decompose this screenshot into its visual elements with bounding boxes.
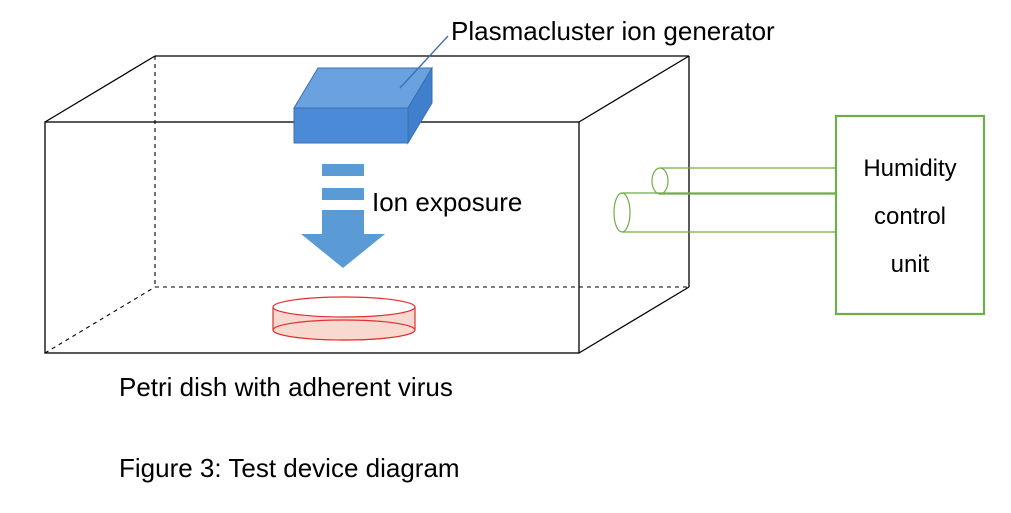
generator-front-face: [293, 107, 409, 144]
generator-label: Plasmacluster ion generator: [451, 16, 775, 46]
petri-dish-label: Petri dish with adherent virus: [119, 372, 453, 402]
chamber-top-right-edge: [578, 55, 690, 123]
figure-caption: Figure 3: Test device diagram: [119, 453, 460, 483]
ion-exposure-arrow: [301, 164, 385, 268]
arrow-head: [301, 210, 385, 268]
ion-generator-block: [293, 66, 433, 145]
dish-top-rim: [272, 296, 416, 318]
humidity-unit-label: Humidity control unit: [836, 145, 984, 289]
arrow-dash-1: [322, 164, 364, 176]
humidity-control-unit: [834, 114, 986, 316]
humidity-pipes: [613, 167, 837, 233]
petri-dish: [272, 296, 416, 341]
chamber-hidden-edges: [44, 56, 689, 354]
back-pipe-end: [651, 167, 669, 195]
generator-leader-line: [399, 35, 449, 89]
arrow-dash-2: [322, 188, 364, 200]
chamber-top-left-edge: [44, 55, 156, 123]
ion-exposure-label: Ion exposure: [372, 187, 523, 217]
chamber-bottom-right-edge: [578, 286, 690, 354]
front-pipe-end: [613, 192, 631, 233]
dish-bottom-rim: [272, 319, 416, 341]
humidity-unit-line-1: Humidity: [863, 155, 957, 182]
humidity-unit-line-3: unit: [890, 251, 930, 278]
humidity-unit-line-2: control: [873, 203, 947, 230]
